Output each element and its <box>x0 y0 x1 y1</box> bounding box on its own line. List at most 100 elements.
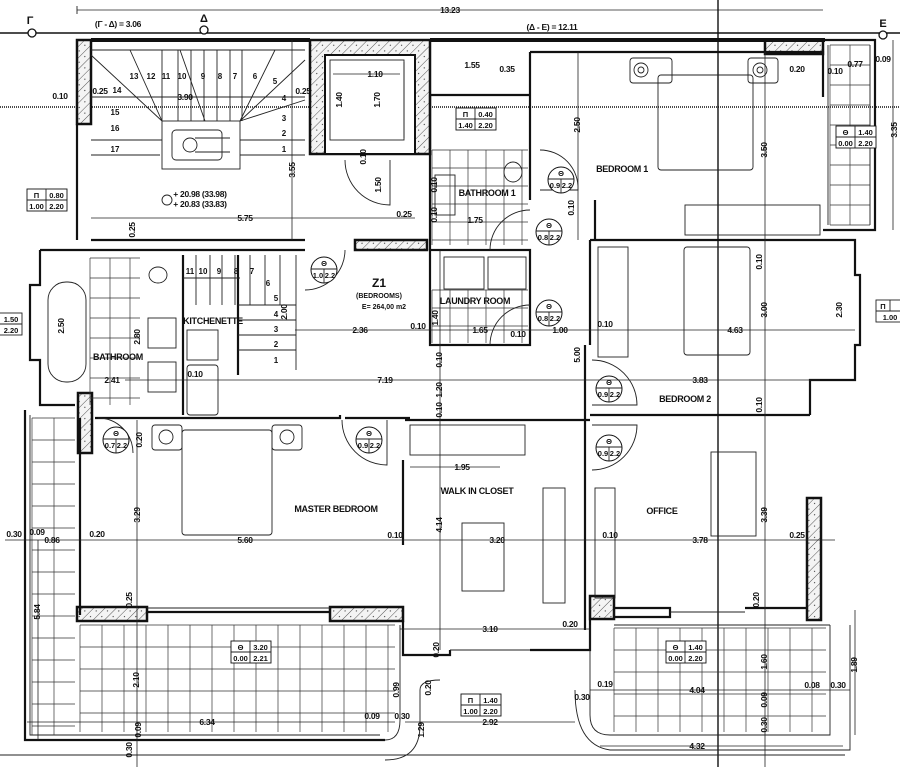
door-width: 1.0 <box>313 271 323 280</box>
wardrobe-icon <box>684 204 821 236</box>
main-stair <box>90 49 306 170</box>
zone-area: E= 264,00 m2 <box>362 304 406 311</box>
main-stair-step-number: 14 <box>113 86 122 95</box>
room-label-master-bedroom: MASTER BEDROOM <box>294 504 377 514</box>
dimension-label: 0.10 <box>434 352 444 368</box>
dimension-label: 0.09 <box>29 527 45 537</box>
door-height: 2.2 <box>610 390 620 399</box>
dimension-label: 0.10 <box>52 91 68 101</box>
main-stair-step-number: 7 <box>233 72 238 81</box>
door-type-symbol: Θ <box>113 429 119 438</box>
dimension-label: 4.14 <box>434 517 444 533</box>
sink-icon <box>147 317 177 349</box>
dimension-label: 0.77 <box>847 59 863 69</box>
room-label-bathroom-1: BATHROOM 1 <box>459 188 516 198</box>
main-stair-step-number: 6 <box>253 72 258 81</box>
dimension-label: 0.30 <box>394 711 410 721</box>
dimension-label: 0.30 <box>574 692 590 702</box>
furniture <box>47 57 821 604</box>
main-stair-step-number: 2 <box>282 129 287 138</box>
door-type-symbol: Θ <box>558 169 564 178</box>
main-stair-step-number: 10 <box>178 72 187 81</box>
window-tag-partial-right: Π 1.00 <box>875 299 900 323</box>
axis-marker-delta <box>199 25 209 35</box>
dimension-label: 0.10 <box>187 369 203 379</box>
main-stair-step-number: 16 <box>111 124 120 133</box>
dimension-label: 1.20 <box>434 382 444 398</box>
window-height: 2.20 <box>49 202 64 211</box>
dimension-label: 2.80 <box>132 329 142 345</box>
dimension-label: 0.10 <box>754 254 764 270</box>
door-height: 2.2 <box>550 314 560 323</box>
level-mark-lower: + 20.83 (33.83) <box>173 199 227 209</box>
window-width: 1.40 <box>858 128 873 137</box>
axis-marker-epsilon <box>878 30 888 40</box>
dimension-label: 1.50 <box>373 177 383 193</box>
small-stair-step-number: 5 <box>274 294 279 303</box>
bathtub-icon <box>47 281 87 383</box>
dimension-label: 0.10 <box>754 397 764 413</box>
dimension-label: 0.25 <box>124 592 134 608</box>
door-width: 0.9 <box>598 449 608 458</box>
dimension-label: 1.65 <box>472 325 488 335</box>
window-width: 1.40 <box>688 643 703 652</box>
svg-text:1.50: 1.50 <box>4 315 19 324</box>
room-label-bathroom: BATHROOM <box>93 352 143 362</box>
sink-icon <box>434 174 456 216</box>
dimension-label: 2.30 <box>834 302 844 318</box>
main-stair-step-number: 9 <box>201 72 206 81</box>
door-height: 2.2 <box>117 441 127 450</box>
dimension-label: 0.10 <box>358 149 368 165</box>
dimension-label: 3.20 <box>489 535 505 545</box>
window-type: Θ <box>673 643 679 652</box>
window-sill-height: 0.00 <box>668 654 683 663</box>
zone-subtitle: (BEDROOMS) <box>356 293 402 300</box>
window-width: 3.20 <box>253 643 268 652</box>
main-stair-step-number: 15 <box>111 108 120 117</box>
main-stair-step-number: 3 <box>282 114 287 123</box>
dimension-label: 0.10 <box>410 321 426 331</box>
small-stair-step-number: 4 <box>274 310 279 319</box>
dimension-label: 1.29 <box>416 722 426 738</box>
dimension-label: 0.25 <box>92 86 108 96</box>
dimension-label: 0.09 <box>133 722 143 738</box>
dimension-label: 2.50 <box>572 117 582 133</box>
window-sill-height: 1.00 <box>29 202 44 211</box>
window-sill-height: 1.00 <box>463 707 478 716</box>
dimension-label: 4.32 <box>689 741 705 751</box>
dimension-label: 0.10 <box>429 207 439 223</box>
dimension-label: 0.10 <box>827 66 843 76</box>
dimension-label: 0.10 <box>434 402 444 418</box>
dimension-label: 6.34 <box>199 717 215 727</box>
desk-icon <box>710 451 757 537</box>
door-width: 0.8 <box>538 314 548 323</box>
dimension-label: 2.92 <box>482 717 498 727</box>
dimension-label: 0.20 <box>89 529 105 539</box>
window-width: 0.40 <box>478 110 493 119</box>
room-label-bedroom-1: BEDROOM 1 <box>596 164 648 174</box>
dimension-label: 0.20 <box>789 64 805 74</box>
door-width: 0.9 <box>358 441 368 450</box>
dimension-label: 2.41 <box>104 375 120 385</box>
dimension-label: 0.09 <box>364 711 380 721</box>
dimension-label: 2.00 <box>279 304 289 320</box>
main-stair-step-number: 8 <box>218 72 223 81</box>
small-stair-step-number: 1 <box>274 356 279 365</box>
dimension-label: 0.10 <box>602 530 618 540</box>
dimension-label: 1.60 <box>759 654 769 670</box>
toilet-icon <box>503 161 523 183</box>
door-width: 0.7 <box>105 441 115 450</box>
dimension-label: 3.29 <box>132 507 142 523</box>
small-stair-step-number: 8 <box>234 267 239 276</box>
dimension-label: 0.25 <box>396 209 412 219</box>
